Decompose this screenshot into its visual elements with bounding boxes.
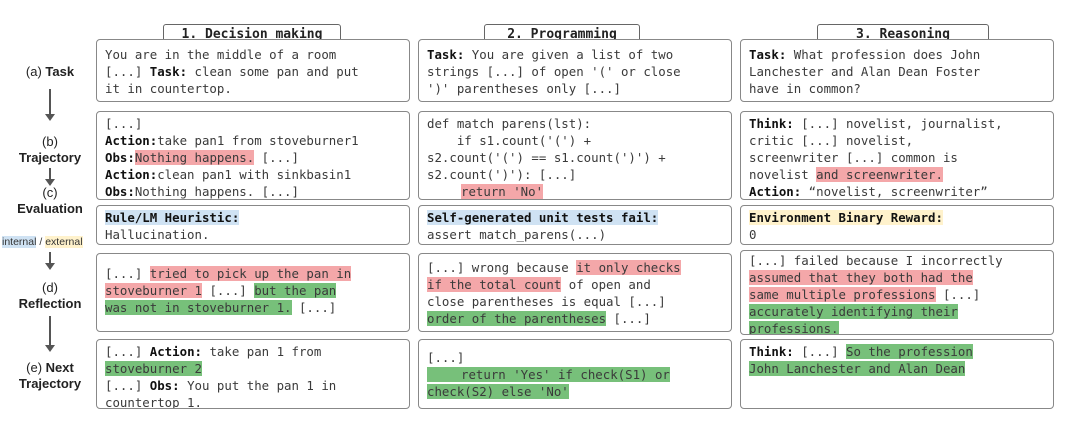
reasoning-task-box: Task: What profession does John Lanchest… bbox=[740, 39, 1054, 102]
arrow-task-to-trajectory bbox=[45, 89, 55, 121]
evaluation-source-note: internal / external bbox=[2, 236, 83, 248]
programming-evaluation-box: Self-generated unit tests fail: assert m… bbox=[418, 205, 732, 245]
stage-label-next-trajectory: (e) Next Trajectory bbox=[18, 360, 82, 391]
stage-label-task: (a) Task bbox=[25, 64, 75, 79]
programming-reflection-box: [...] wrong because it only checks if th… bbox=[418, 253, 732, 332]
decision-trajectory-box: [...] Action:take pan1 from stoveburner1… bbox=[96, 111, 410, 200]
decision-next-trajectory-box: [...] Action: take pan 1 from stoveburne… bbox=[96, 339, 410, 409]
reasoning-reflection-box: [...] failed because I incorrectly assum… bbox=[740, 250, 1054, 335]
arrow-evaluation-to-reflection bbox=[45, 252, 55, 270]
reasoning-evaluation-box: Environment Binary Reward: 0 bbox=[740, 205, 1054, 245]
stage-label-evaluation: (c) Evaluation bbox=[17, 185, 83, 216]
stage-label-reflection: (d) Reflection bbox=[18, 280, 82, 311]
programming-trajectory-box: def match parens(lst): if s1.count('(') … bbox=[418, 111, 732, 200]
decision-evaluation-box: Rule/LM Heuristic: Hallucination. bbox=[96, 205, 410, 245]
decision-reflection-box: [...] tried to pick up the pan in stoveb… bbox=[96, 253, 410, 332]
highlight-hallucination: Nothing happens. bbox=[134, 150, 255, 165]
arrow-trajectory-to-evaluation bbox=[45, 168, 55, 186]
decision-task-box: You are in the middle of a room [...] Ta… bbox=[96, 39, 410, 102]
highlight-wrong-return: return 'No' bbox=[461, 184, 544, 199]
highlight-wrong-answer: and screenwriter. bbox=[816, 167, 943, 182]
programming-next-trajectory-box: [...] return 'Yes' if check(S1) or check… bbox=[418, 339, 732, 409]
stage-label-trajectory: (b) Trajectory bbox=[18, 134, 82, 165]
reasoning-trajectory-box: Think: [...] novelist, journalist, criti… bbox=[740, 111, 1054, 200]
reasoning-next-trajectory-box: Think: [...] So the profession John Lanc… bbox=[740, 339, 1054, 409]
arrow-reflection-to-next bbox=[45, 316, 55, 352]
programming-task-box: Task: You are given a list of two string… bbox=[418, 39, 732, 102]
